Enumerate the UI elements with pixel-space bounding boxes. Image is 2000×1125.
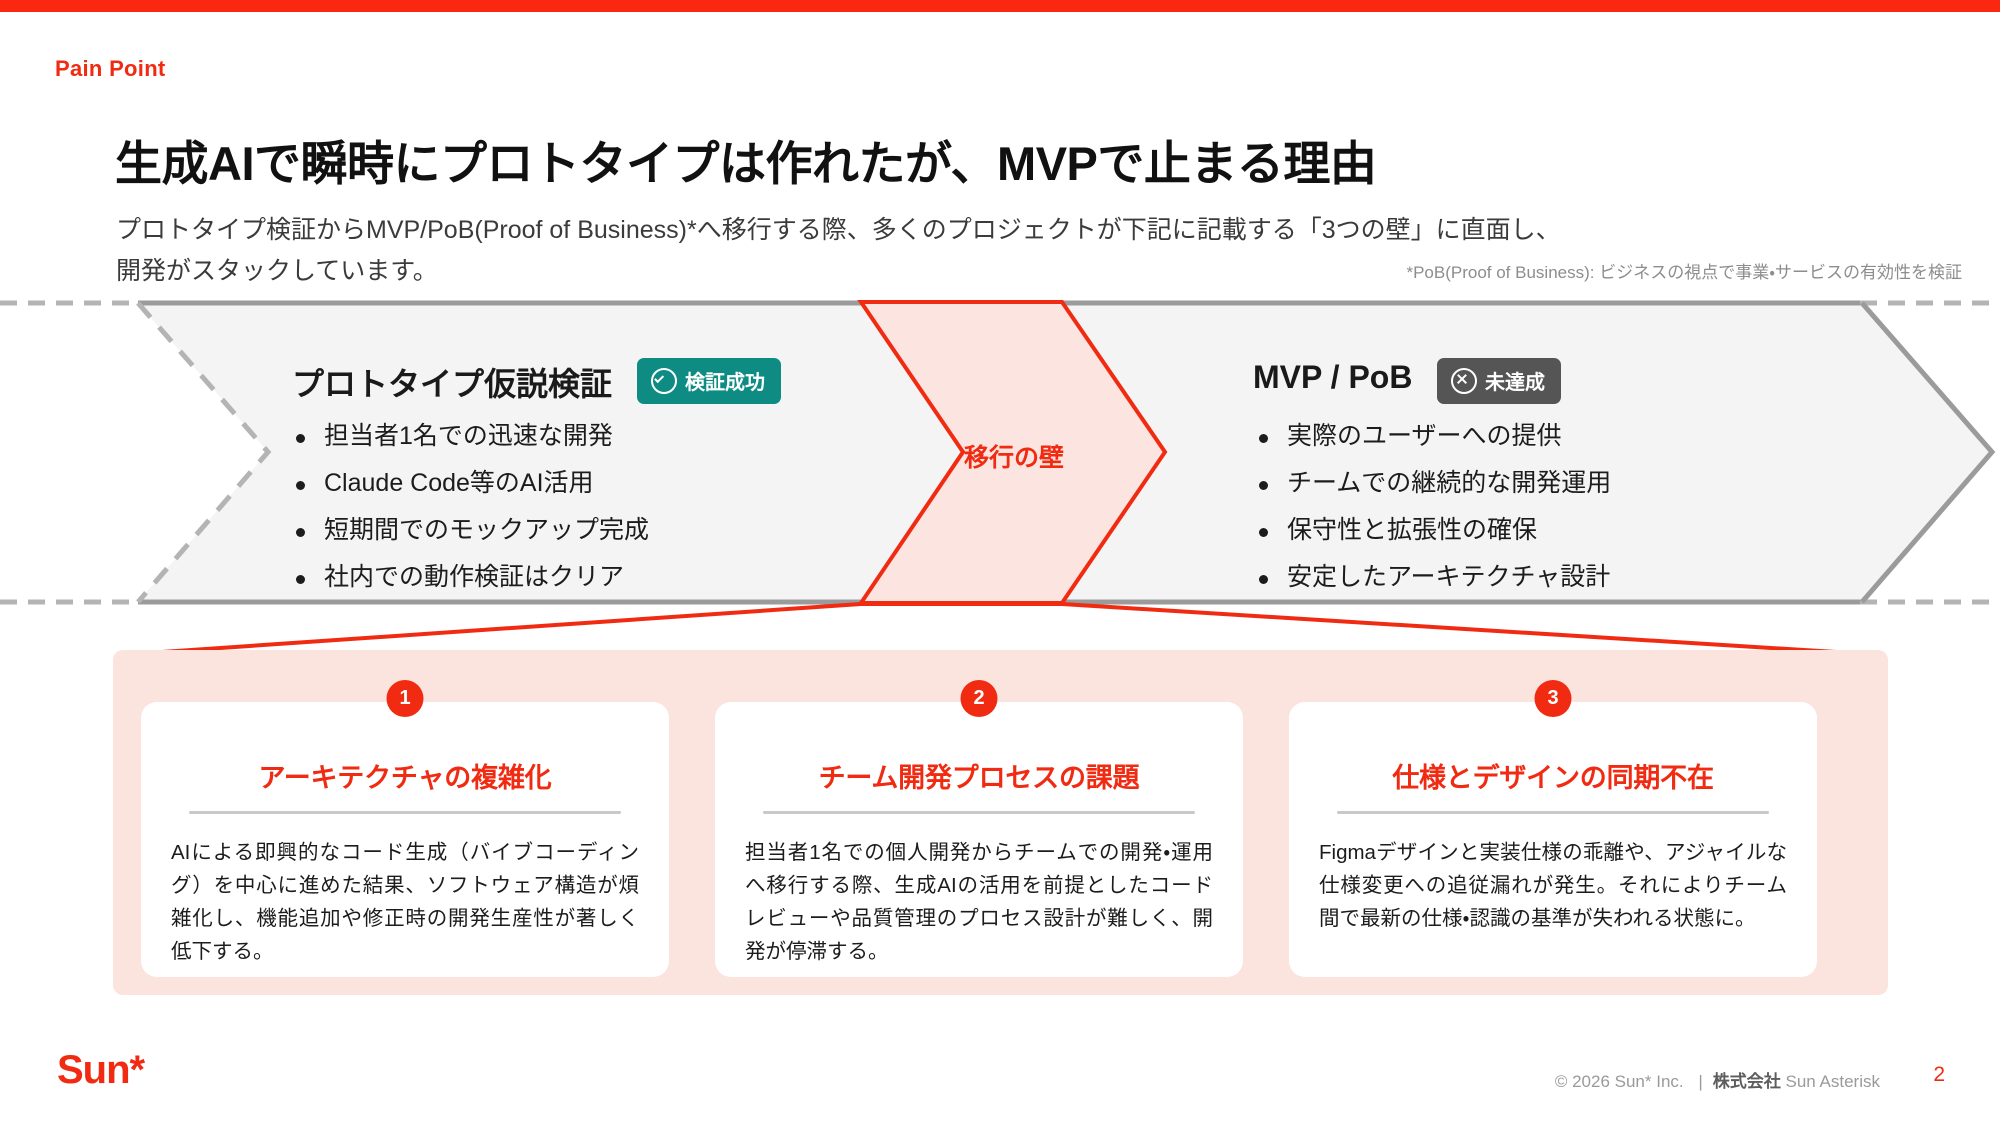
list-item: チームでの継続的な開発運用 xyxy=(1253,465,1611,502)
company-name-rest: Sun Asterisk xyxy=(1780,1072,1881,1091)
left-chevron-notch xyxy=(136,301,272,604)
page-title: 生成AIで瞬時にプロトタイプは作れたが、MVPで止まる理由 xyxy=(115,137,1377,190)
left-stage-title: プロトタイプ仮説検証 xyxy=(292,366,613,402)
pain-point-card[interactable]: 3 仕様とデザインの同期不在 Figmaデザインと実装仕様の乖離や、アジャイルな… xyxy=(1289,680,1817,977)
left-stage-status-badge: 検証成功 xyxy=(637,358,781,404)
list-item: 実際のユーザーへの提供 xyxy=(1253,418,1611,455)
copyright-text: © 2026 Sun* Inc. | 株式会社 Sun Asterisk xyxy=(1555,1067,1880,1092)
pain-point-card[interactable]: 2 チーム開発プロセスの課題 担当者1名での個人開発からチームでの開発・運用へ移… xyxy=(715,680,1243,977)
right-stage-status-badge: 未達成 xyxy=(1437,358,1561,404)
eyebrow-label: Pain Point xyxy=(55,56,166,81)
list-item: 安定したアーキテクチャ設計 xyxy=(1253,559,1611,596)
card-number-badge: 3 xyxy=(1534,680,1572,717)
brand-logo: Sun* xyxy=(57,1048,145,1092)
right-stage-fill xyxy=(900,303,1992,602)
flow-band: プロトタイプ仮説検証 検証成功 担当者1名での迅速な開発 Claude Code… xyxy=(0,300,2000,605)
left-stage-list: 担当者1名での迅速な開発 Claude Code等のAI活用 短期間でのモックア… xyxy=(290,418,649,606)
list-item: 保守性と拡張性の確保 xyxy=(1253,512,1611,549)
funnel-shapes xyxy=(117,602,1885,657)
left-stage-badge-label: 検証成功 xyxy=(685,372,765,394)
card-title: チーム開発プロセスの課題 xyxy=(818,763,1140,793)
right-arrowhead xyxy=(1860,301,1996,604)
card-body-text: Figmaデザインと実装仕様の乖離や、アジャイルな仕様変更への追従漏れが発生。そ… xyxy=(1319,841,1787,930)
list-item: 担当者1名での迅速な開発 xyxy=(290,418,649,455)
list-item: 短期間でのモックアップ完成 xyxy=(290,512,649,549)
card-divider xyxy=(1337,811,1769,814)
card-number-badge: 1 xyxy=(386,680,424,717)
list-item: 社内での動作検証はクリア xyxy=(290,559,649,596)
funnel-line-left xyxy=(117,602,862,657)
card-title: 仕様とデザインの同期不在 xyxy=(1392,763,1714,793)
cross-circle-icon xyxy=(1451,367,1477,394)
check-circle-icon xyxy=(651,367,677,394)
pain-points-container: 1 アーキテクチャの複雑化 AIによる即興的なコード生成（バイブコーディング）を… xyxy=(113,650,1888,995)
card-body-text: AIによる即興的なコード生成（バイブコーディング）を中心に進めた結果、ソフトウェ… xyxy=(171,841,639,963)
copyright-separator: | xyxy=(1698,1072,1703,1091)
right-stage-badge-label: 未達成 xyxy=(1485,372,1545,394)
card-title: アーキテクチャの複雑化 xyxy=(258,763,552,793)
top-accent-bar xyxy=(0,0,2000,12)
right-stage-list: 実際のユーザーへの提供 チームでの継続的な開発運用 保守性と拡張性の確保 安定し… xyxy=(1253,418,1611,606)
card-body-text: 担当者1名での個人開発からチームでの開発・運用へ移行する際、生成AIの活用を前提… xyxy=(745,841,1213,963)
transition-wall-label: 移行の壁 xyxy=(963,444,1064,472)
list-item: Claude Code等のAI活用 xyxy=(290,465,649,502)
footnote-text: *PoB(Proof of Business): ビジネスの視点で事業・サービス… xyxy=(1406,263,1962,282)
page-number: 2 xyxy=(1933,1063,1945,1086)
pain-point-card[interactable]: 1 アーキテクチャの複雑化 AIによる即興的なコード生成（バイブコーディング）を… xyxy=(141,680,669,977)
right-stage-title: MVP / PoB xyxy=(1253,359,1413,395)
card-divider xyxy=(189,811,621,814)
copyright-left: © 2026 Sun* Inc. xyxy=(1554,1072,1684,1091)
card-number-badge: 2 xyxy=(960,680,998,717)
company-name-bold: 株式会社 xyxy=(1712,1072,1781,1091)
funnel-connectors xyxy=(0,595,2000,730)
card-divider xyxy=(763,811,1195,814)
lead-paragraph: プロトタイプ検証からMVP/PoB(Proof of Business)*へ移行… xyxy=(116,216,1561,285)
funnel-line-right xyxy=(1061,602,1885,657)
